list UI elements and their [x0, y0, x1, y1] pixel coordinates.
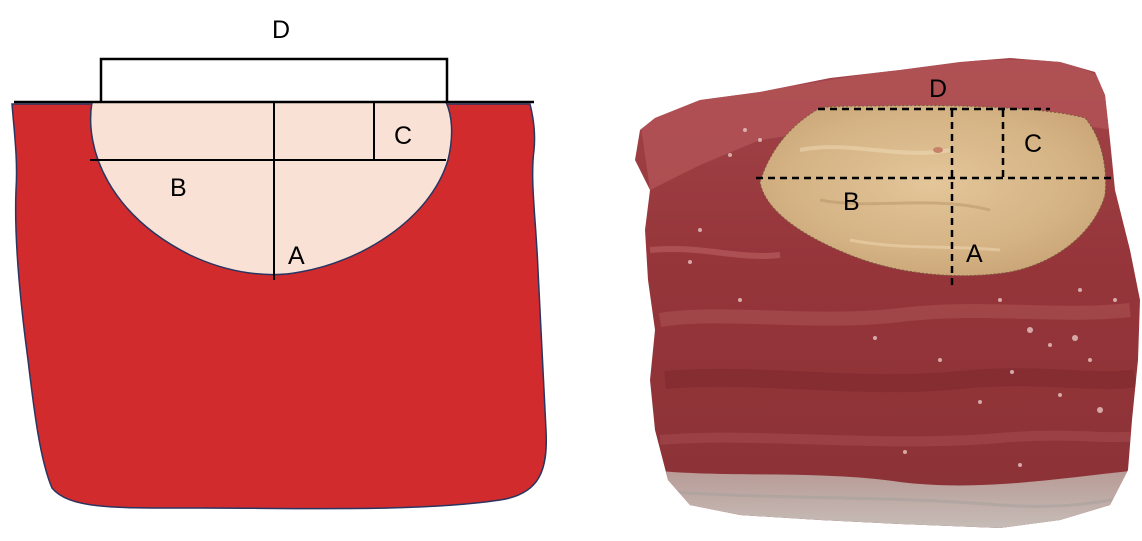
- photo-label-c: C: [1024, 130, 1042, 158]
- label-c: C: [394, 122, 412, 150]
- label-b: B: [170, 174, 187, 202]
- label-a: A: [288, 242, 305, 270]
- photo-label-b: B: [843, 188, 860, 216]
- photo-label-d: D: [929, 75, 947, 103]
- schematic-diagram: D C B A: [12, 16, 546, 509]
- tissue-photo: D C B A: [620, 50, 1142, 536]
- photo-label-a: A: [966, 240, 983, 268]
- label-d: D: [272, 16, 290, 44]
- width-bracket-d: [101, 59, 447, 102]
